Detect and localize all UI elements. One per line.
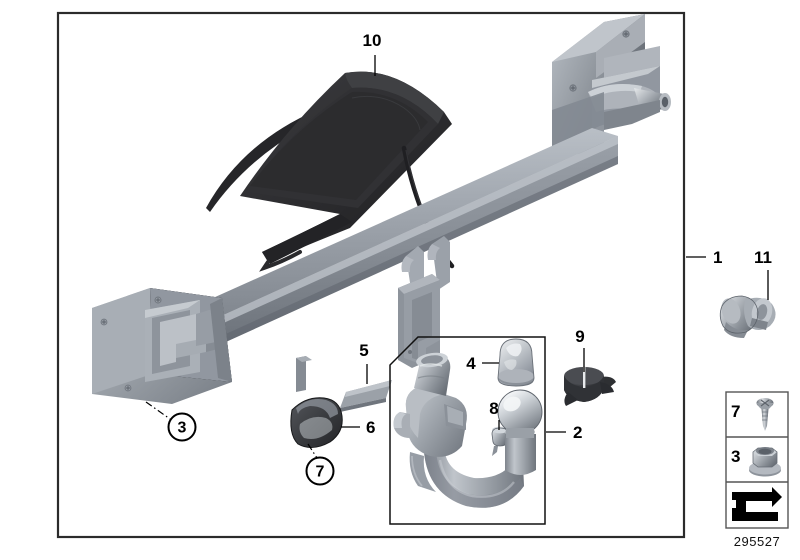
callout-3-circle <box>167 412 197 442</box>
detachable-towball-assembly <box>393 352 543 508</box>
callout-1: 1 <box>713 248 722 267</box>
callout-2: 2 <box>573 423 582 442</box>
callout-4: 4 <box>466 354 476 373</box>
pan-head-screw-icon <box>756 398 774 431</box>
diagram-frame <box>56 11 686 539</box>
leader-7 <box>307 443 318 459</box>
hex-flange-nut-icon <box>749 447 781 477</box>
callout-10: 10 <box>363 31 382 50</box>
callout-6: 6 <box>366 418 375 437</box>
legend-label-7: 7 <box>731 402 740 421</box>
callout-layer: 10 1 11 3 5 6 7 4 8 9 2 <box>145 31 772 486</box>
callout-5: 5 <box>359 341 368 360</box>
callout-7-circle <box>305 456 335 486</box>
trim-cover-strip <box>340 380 392 412</box>
legend-box: 7 3 <box>725 391 789 529</box>
blanking-plug <box>491 426 509 456</box>
ball-protective-cap <box>497 338 535 387</box>
towball-detail-box <box>389 336 546 525</box>
towbar-crossmember <box>92 14 671 404</box>
beam-tab-left <box>296 356 306 392</box>
part-number: 295527 <box>734 534 780 549</box>
callout-11: 11 <box>754 248 772 267</box>
callout-8: 8 <box>489 399 498 418</box>
socket-holder <box>290 397 343 448</box>
assembly-arrow-icon <box>732 487 782 521</box>
legend-label-3: 3 <box>731 447 740 466</box>
centre-receiver-bracket <box>398 236 450 368</box>
expansion-rivet <box>719 295 776 338</box>
callout-7: 7 <box>316 464 325 481</box>
callout-9: 9 <box>575 327 584 346</box>
left-mounting-bracket <box>92 288 232 404</box>
crossmember-beam-top <box>155 128 618 332</box>
callout-3: 3 <box>178 420 187 437</box>
protective-bag <box>206 71 455 272</box>
cap-retainer-grommet <box>564 366 616 406</box>
leader-3 <box>145 401 171 420</box>
